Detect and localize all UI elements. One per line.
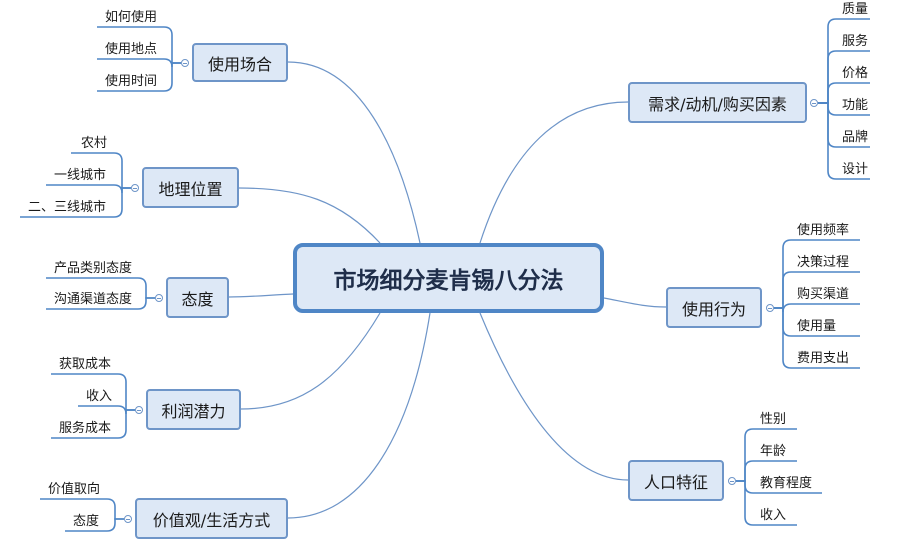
link-values-lifestyle bbox=[287, 312, 431, 519]
subtopic-rural[interactable]: 农村 bbox=[81, 136, 108, 151]
fan-demographics-1 bbox=[736, 460, 797, 482]
link-profit-potential bbox=[240, 312, 381, 410]
subtopic-design[interactable]: 设计 bbox=[842, 162, 869, 177]
subtopic-decision-process[interactable]: 决策过程 bbox=[797, 255, 850, 270]
fan-profit-potential-2 bbox=[51, 409, 135, 439]
fan-needs-motivation-2 bbox=[818, 82, 870, 104]
subtopic-quality[interactable]: 质量 bbox=[842, 2, 869, 17]
subtopic-service-cost[interactable]: 服务成本 bbox=[59, 421, 112, 436]
fan-usage-behavior-0 bbox=[774, 239, 860, 309]
collapse-toggle-values-lifestyle[interactable] bbox=[124, 515, 132, 523]
topic-values-lifestyle[interactable]: 价值观/生活方式 bbox=[135, 498, 288, 539]
topic-usage-occasion[interactable]: 使用场合 bbox=[192, 43, 288, 82]
subtopic-usage-volume[interactable]: 使用量 bbox=[797, 319, 837, 334]
topic-geography[interactable]: 地理位置 bbox=[142, 167, 239, 208]
topic-profit-potential[interactable]: 利润潜力 bbox=[146, 389, 241, 430]
subtopic-purchase-channel[interactable]: 购买渠道 bbox=[797, 287, 850, 302]
collapse-toggle-geography[interactable] bbox=[131, 184, 139, 192]
subtopic-income[interactable]: 收入 bbox=[760, 508, 787, 523]
fan-geography-2 bbox=[20, 187, 131, 218]
subtopic-service[interactable]: 服务 bbox=[842, 34, 869, 49]
link-needs-motivation bbox=[479, 101, 629, 244]
fan-usage-occasion-0 bbox=[97, 26, 181, 64]
fan-profit-potential-0 bbox=[51, 373, 135, 411]
subtopic-function[interactable]: 功能 bbox=[842, 98, 869, 113]
fan-values-lifestyle-1 bbox=[65, 518, 124, 532]
subtopic-how-to-use[interactable]: 如何使用 bbox=[105, 10, 158, 25]
subtopic-expenditure[interactable]: 费用支出 bbox=[797, 351, 850, 366]
fan-usage-behavior-1 bbox=[774, 271, 860, 309]
subtopic-age[interactable]: 年龄 bbox=[760, 444, 787, 459]
link-demographics bbox=[479, 312, 629, 481]
topic-needs-motivation[interactable]: 需求/动机/购买因素 bbox=[628, 82, 807, 123]
subtopic-gender[interactable]: 性别 bbox=[760, 412, 787, 427]
collapse-toggle-usage-behavior[interactable] bbox=[766, 304, 774, 312]
fan-needs-motivation-1 bbox=[818, 50, 870, 104]
subtopic-value-orientation[interactable]: 价值取向 bbox=[48, 482, 101, 497]
topic-demographics[interactable]: 人口特征 bbox=[628, 460, 724, 501]
subtopic-category-attitude[interactable]: 产品类别态度 bbox=[54, 261, 133, 276]
fan-demographics-3 bbox=[736, 480, 797, 526]
fan-usage-occasion-2 bbox=[97, 62, 181, 92]
link-usage-behavior bbox=[603, 297, 667, 308]
subtopic-acquisition-cost[interactable]: 获取成本 bbox=[59, 357, 112, 372]
fan-geography-0 bbox=[71, 152, 131, 189]
subtopic-usage-location[interactable]: 使用地点 bbox=[105, 42, 158, 57]
subtopic-brand[interactable]: 品牌 bbox=[842, 130, 869, 145]
subtopic-tier1-city[interactable]: 一线城市 bbox=[54, 168, 107, 183]
topic-usage-behavior[interactable]: 使用行为 bbox=[666, 287, 762, 328]
subtopic-education[interactable]: 教育程度 bbox=[760, 476, 813, 491]
topic-attitude[interactable]: 态度 bbox=[166, 277, 229, 318]
link-usage-occasion bbox=[287, 61, 421, 244]
link-attitude bbox=[228, 293, 294, 298]
subtopic-channel-attitude[interactable]: 沟通渠道态度 bbox=[54, 292, 133, 307]
subtopic-usage-time[interactable]: 使用时间 bbox=[105, 74, 158, 89]
collapse-toggle-needs-motivation[interactable] bbox=[810, 99, 818, 107]
fan-usage-behavior-2 bbox=[774, 303, 860, 313]
subtopic-tier2-3-city[interactable]: 二、三线城市 bbox=[28, 200, 107, 215]
fan-usage-behavior-4 bbox=[774, 307, 860, 369]
fan-attitude-1 bbox=[46, 297, 155, 310]
collapse-toggle-demographics[interactable] bbox=[728, 477, 736, 485]
subtopic-usage-frequency[interactable]: 使用频率 bbox=[797, 223, 850, 238]
subtopic-revenue[interactable]: 收入 bbox=[86, 389, 113, 404]
fan-attitude-0 bbox=[46, 277, 155, 299]
fan-demographics-0 bbox=[736, 428, 797, 482]
fan-usage-occasion-1 bbox=[97, 58, 181, 68]
link-geography bbox=[238, 187, 381, 244]
fan-needs-motivation-5 bbox=[818, 102, 870, 180]
collapse-toggle-usage-occasion[interactable] bbox=[181, 59, 189, 67]
subtopic-lifestyle-attitude[interactable]: 态度 bbox=[73, 514, 100, 529]
collapse-toggle-profit-potential[interactable] bbox=[135, 406, 143, 414]
central-topic[interactable]: 市场细分麦肯锡八分法 bbox=[293, 243, 604, 313]
subtopic-price[interactable]: 价格 bbox=[842, 66, 869, 81]
fan-geography-1 bbox=[46, 184, 131, 194]
fan-needs-motivation-0 bbox=[818, 18, 870, 104]
collapse-toggle-attitude[interactable] bbox=[155, 294, 163, 302]
fan-values-lifestyle-0 bbox=[40, 498, 124, 520]
